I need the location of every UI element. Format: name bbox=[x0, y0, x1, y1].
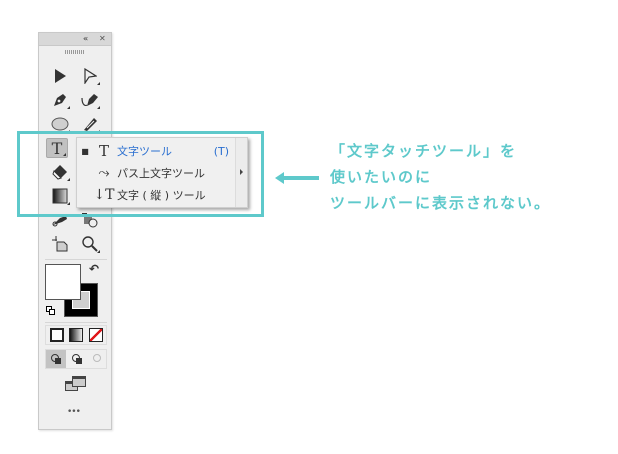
color-mode-group bbox=[45, 325, 107, 345]
type-t-icon: T bbox=[51, 138, 63, 158]
tearoff-arrow-icon bbox=[240, 169, 243, 175]
eraser-tool[interactable] bbox=[49, 162, 71, 182]
artboard-icon bbox=[52, 236, 68, 252]
tearoff-button[interactable] bbox=[235, 138, 247, 207]
flyout-item-type-on-path-tool[interactable]: ⤳ パス上文字ツール bbox=[77, 162, 237, 184]
type-on-path-icon: ⤳ bbox=[98, 165, 110, 181]
vertical-type-icon: ↓T bbox=[93, 187, 115, 203]
highlight-box bbox=[17, 131, 264, 217]
selection-arrow-icon bbox=[55, 69, 66, 83]
magnifier-icon bbox=[82, 236, 98, 252]
flyout-item-label: パス上文字ツール bbox=[117, 167, 205, 180]
drag-grip[interactable] bbox=[65, 50, 85, 54]
ellipse-icon bbox=[51, 117, 69, 131]
curvature-pen-icon bbox=[81, 94, 98, 107]
annotation-line: 「文字タッチツール」を bbox=[330, 142, 518, 160]
color-mode-solid-icon[interactable] bbox=[50, 328, 64, 342]
eyedropper-tool[interactable] bbox=[49, 210, 71, 230]
shortcut-label: (T) bbox=[213, 144, 229, 158]
annotation-line: 使いたいのに bbox=[330, 168, 433, 186]
gradient-tool[interactable] bbox=[49, 186, 71, 206]
color-mode-none-icon[interactable] bbox=[89, 328, 103, 342]
draw-behind-icon[interactable] bbox=[67, 350, 87, 368]
shape-builder-tool[interactable] bbox=[79, 210, 101, 230]
selection-tool[interactable] bbox=[49, 66, 71, 86]
fill-swatch[interactable] bbox=[45, 264, 81, 300]
direct-selection-icon bbox=[84, 68, 97, 84]
pen-tool[interactable] bbox=[49, 90, 71, 110]
brush-icon bbox=[84, 118, 97, 131]
pen-icon bbox=[54, 94, 66, 106]
default-colors-icon[interactable] bbox=[46, 306, 55, 315]
eraser-icon bbox=[52, 165, 67, 180]
draw-inside-icon[interactable] bbox=[88, 350, 108, 368]
collapse-icon[interactable]: « bbox=[83, 34, 89, 43]
screen-mode-button[interactable] bbox=[65, 376, 87, 392]
annotation-line: ツールバーに表示されない。 bbox=[330, 194, 552, 212]
more-tools-icon[interactable]: ••• bbox=[67, 407, 81, 417]
eyedropper-icon bbox=[52, 216, 67, 227]
swap-fill-stroke-icon[interactable]: ↶ bbox=[89, 262, 100, 276]
draw-normal-icon[interactable] bbox=[46, 350, 66, 368]
shape-builder-icon bbox=[82, 213, 98, 228]
flyout-item-label: 文字 ( 縦 ) ツール bbox=[117, 189, 206, 202]
color-mode-gradient-icon[interactable] bbox=[69, 328, 83, 342]
flyout-item-type-tool[interactable]: ■ T 文字ツール (T) bbox=[77, 140, 237, 162]
type-tools-flyout: ■ T 文字ツール (T) ⤳ パス上文字ツール ↓T 文字 ( 縦 ) ツール bbox=[76, 137, 248, 208]
panel-header[interactable]: « ✕ bbox=[39, 33, 111, 46]
artboard-tool[interactable] bbox=[49, 234, 71, 254]
draw-mode-group bbox=[45, 349, 107, 369]
flyout-item-vertical-type-tool[interactable]: ↓T 文字 ( 縦 ) ツール bbox=[77, 184, 237, 206]
divider bbox=[45, 322, 107, 323]
gradient-icon bbox=[52, 188, 68, 204]
zoom-tool[interactable] bbox=[79, 234, 101, 254]
annotation-text: 「文字タッチツール」を 使いたいのに ツールバーに表示されない。 bbox=[330, 138, 551, 216]
tools-panel: « ✕ T bbox=[38, 32, 112, 430]
close-icon[interactable]: ✕ bbox=[99, 34, 106, 43]
divider bbox=[45, 259, 107, 260]
type-tool[interactable]: T bbox=[46, 138, 68, 158]
type-t-icon: T bbox=[98, 142, 109, 160]
curvature-tool[interactable] bbox=[79, 90, 101, 110]
direct-selection-tool[interactable] bbox=[79, 66, 101, 86]
selected-bullet-icon: ■ bbox=[81, 146, 89, 156]
flyout-item-label: 文字ツール bbox=[117, 145, 172, 158]
left-arrow-icon bbox=[275, 172, 319, 184]
